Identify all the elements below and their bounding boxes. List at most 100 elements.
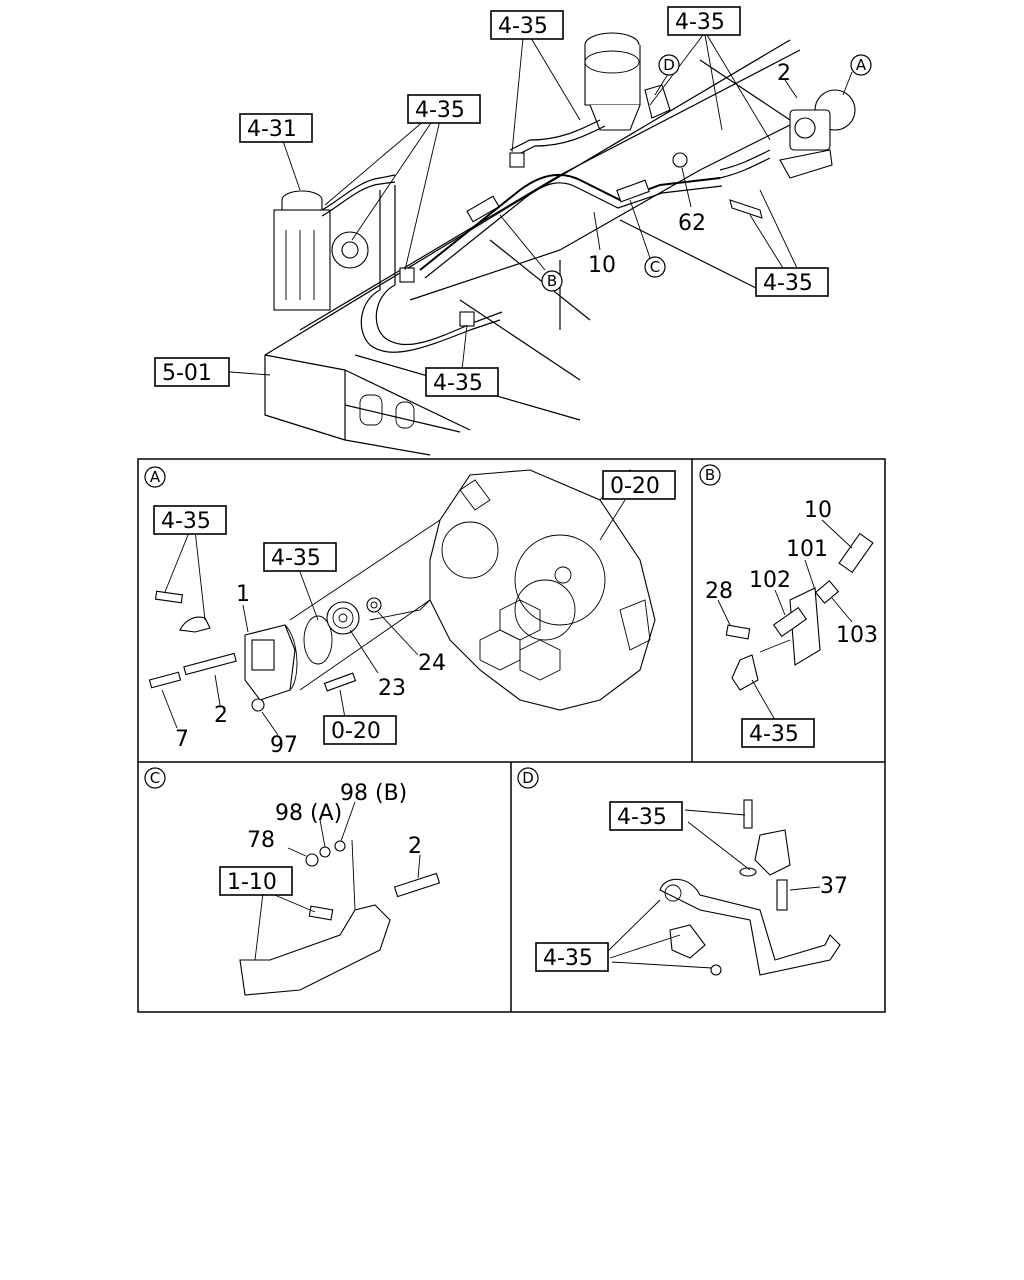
ref-box-5-01: 5-01 xyxy=(154,357,230,387)
svg-text:1-10: 1-10 xyxy=(227,870,277,895)
detail-d: D 37 4-35 4-35 xyxy=(517,767,848,976)
ref-box-4-35-right: 4-35 xyxy=(755,267,829,297)
bracket xyxy=(239,904,391,996)
stud xyxy=(323,672,357,692)
ref-box-1-10: 1-10 xyxy=(219,866,293,896)
svg-text:4-35: 4-35 xyxy=(749,722,799,747)
part-number-102: 102 xyxy=(749,568,791,593)
ref-box-4-35-detail-b: 4-35 xyxy=(741,718,815,748)
svg-text:D: D xyxy=(663,56,675,74)
detail-frames xyxy=(137,458,886,1013)
svg-text:5-01: 5-01 xyxy=(162,361,212,386)
svg-text:B: B xyxy=(547,272,557,290)
marker-c-top: C xyxy=(644,256,666,278)
svg-text:D: D xyxy=(522,769,534,787)
hose-end xyxy=(731,654,759,691)
part-number-103: 103 xyxy=(836,623,878,648)
part-number-24: 24 xyxy=(418,651,446,676)
svg-text:4-35: 4-35 xyxy=(543,946,593,971)
bracket-101 xyxy=(789,587,821,666)
svg-text:B: B xyxy=(705,466,715,484)
svg-text:0-20: 0-20 xyxy=(610,474,660,499)
pipe-10 xyxy=(838,532,874,574)
svg-text:4-35: 4-35 xyxy=(617,805,667,830)
washer-98b xyxy=(334,840,346,852)
part-number-10-top: 10 xyxy=(588,253,616,278)
part-number-2-detail-c: 2 xyxy=(408,834,422,859)
center-tank xyxy=(509,32,641,157)
ref-box-4-35-detail-d-top: 4-35 xyxy=(609,801,683,831)
ref-box-4-35-top-left: 4-35 xyxy=(407,94,481,124)
left-reservoir-unit xyxy=(273,174,396,311)
ref-box-4-31-top: 4-31 xyxy=(239,113,313,143)
part-number-98b: 98 (B) xyxy=(340,781,407,806)
svg-text:A: A xyxy=(856,56,867,74)
ref-box-0-20-detail-a-bottom: 0-20 xyxy=(323,715,397,745)
svg-text:C: C xyxy=(650,258,660,276)
right-pump-unit xyxy=(719,89,856,179)
o-ring xyxy=(303,615,333,665)
ref-box-4-35-detail-a-left: 4-35 xyxy=(153,505,227,535)
connector-102 xyxy=(772,606,808,638)
detail-b: B 10 101 102 28 103 4-35 xyxy=(699,464,878,748)
marker-a-top: A xyxy=(850,54,872,76)
washer xyxy=(739,867,757,877)
marker-b-top: B xyxy=(541,270,563,292)
part-number-2-top: 2 xyxy=(777,61,791,86)
marker-a-detail: A xyxy=(144,466,166,488)
washer-98a xyxy=(319,846,331,858)
marker-c-detail: C xyxy=(144,767,166,789)
overview-illustration xyxy=(229,32,856,456)
flywheel-housing xyxy=(429,469,656,711)
part-number-2-detail-a: 2 xyxy=(214,703,228,728)
svg-text:4-35: 4-35 xyxy=(161,509,211,534)
marker-d-detail: D xyxy=(517,767,539,789)
part-number-7: 7 xyxy=(175,727,189,752)
part-number-37: 37 xyxy=(820,874,848,899)
ref-box-0-20-detail-a-top: 0-20 xyxy=(602,470,676,500)
svg-text:C: C xyxy=(150,769,160,787)
marker-b-detail: B xyxy=(699,464,721,486)
marker-d-top: D xyxy=(658,54,680,76)
ref-box-4-35-top-right: 4-35 xyxy=(667,6,741,36)
ref-box-4-35-detail-a-mid: 4-35 xyxy=(263,542,337,572)
bolt-28 xyxy=(725,624,751,640)
part-number-10-detail-b: 10 xyxy=(804,498,832,523)
part-number-62: 62 xyxy=(678,211,706,236)
svg-text:4-31: 4-31 xyxy=(247,117,297,142)
bolt-2 xyxy=(183,652,237,676)
clip xyxy=(669,924,706,959)
bracket xyxy=(659,878,841,976)
detail-a: A xyxy=(144,466,676,758)
bolt-7 xyxy=(148,671,182,689)
nut-24 xyxy=(366,597,382,613)
nut-103 xyxy=(814,580,840,604)
bolt-top xyxy=(743,799,753,829)
part-number-1: 1 xyxy=(236,582,250,607)
part-number-101: 101 xyxy=(786,537,828,562)
clip xyxy=(179,616,211,633)
ref-box-4-35-bottom: 4-35 xyxy=(425,367,499,397)
part-number-23: 23 xyxy=(378,676,406,701)
svg-text:4-35: 4-35 xyxy=(763,271,813,296)
svg-text:0-20: 0-20 xyxy=(331,719,381,744)
svg-text:4-35: 4-35 xyxy=(433,371,483,396)
nut-78 xyxy=(305,853,319,867)
svg-text:4-35: 4-35 xyxy=(498,14,548,39)
part-number-98a: 98 (A) xyxy=(275,801,342,826)
nut xyxy=(710,964,722,976)
svg-text:A: A xyxy=(150,468,161,486)
svg-text:4-35: 4-35 xyxy=(675,10,725,35)
svg-text:4-35: 4-35 xyxy=(271,546,321,571)
clamp xyxy=(754,829,791,876)
bolt-upper xyxy=(154,590,184,604)
svg-text:4-35: 4-35 xyxy=(415,98,465,123)
ref-box-4-35-detail-d-bottom: 4-35 xyxy=(535,942,609,972)
detail-c: C 98 (A) 98 (B) 78 2 1-10 xyxy=(144,767,441,996)
part-number-78: 78 xyxy=(247,828,275,853)
gear-23 xyxy=(326,601,360,635)
part-number-97: 97 xyxy=(270,733,298,758)
stud-2 xyxy=(393,872,441,898)
part-number-28: 28 xyxy=(705,579,733,604)
